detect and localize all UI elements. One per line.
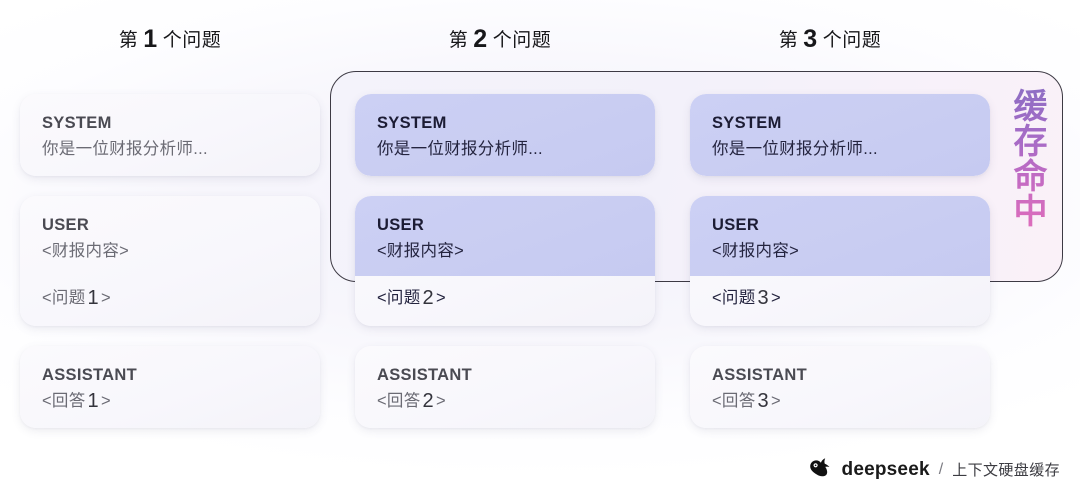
heading-number-3: 3 <box>803 25 818 53</box>
role-label-assistant-3: ASSISTANT <box>712 366 807 384</box>
brand-footer: deepseek / 上下文硬盘缓存 <box>808 457 1060 482</box>
question-prefix-2: <问题 <box>377 289 421 307</box>
heading-prefix-3: 第 <box>778 30 799 51</box>
system-text-2: 你是一位财报分析师... <box>377 140 543 158</box>
question-number-2: 2 <box>422 287 434 309</box>
system-card-2: SYSTEM 你是一位财报分析师... <box>355 94 655 176</box>
answer-prefix-2: <回答 <box>377 392 421 410</box>
cached-highlight-system-3 <box>690 94 990 176</box>
answer-number-3: 3 <box>757 390 769 412</box>
heading-prefix-2: 第 <box>448 30 469 51</box>
role-label-system-1: SYSTEM <box>42 114 112 132</box>
answer-number-2: 2 <box>422 390 434 412</box>
answer-suffix-3: > <box>770 392 781 410</box>
user-content-1: <财报内容> <box>42 242 130 260</box>
brand-separator: / <box>938 460 944 478</box>
question-prefix-3: <问题 <box>712 289 756 307</box>
role-label-user-1: USER <box>42 216 90 234</box>
cached-highlight-system-2 <box>355 94 655 176</box>
role-label-assistant-1: ASSISTANT <box>42 366 137 384</box>
answer-prefix-3: <回答 <box>712 392 756 410</box>
system-text-1: 你是一位财报分析师... <box>42 140 208 158</box>
role-label-user-3: USER <box>712 216 760 234</box>
question-suffix-1: > <box>100 289 111 307</box>
system-card-3: SYSTEM 你是一位财报分析师... <box>690 94 990 176</box>
heading-suffix-1: 个问题 <box>162 30 222 51</box>
heading-number-2: 2 <box>473 25 488 53</box>
whale-icon <box>808 457 834 482</box>
question-suffix-3: > <box>770 289 781 307</box>
cached-highlight-user-2 <box>355 196 655 276</box>
role-label-assistant-2: ASSISTANT <box>377 366 472 384</box>
role-label-system-2: SYSTEM <box>377 114 447 132</box>
question-prefix-1: <问题 <box>42 289 86 307</box>
heading-suffix-3: 个问题 <box>822 30 882 51</box>
heading-number-1: 1 <box>143 25 158 53</box>
brand-name: deepseek <box>841 458 930 480</box>
role-label-user-2: USER <box>377 216 425 234</box>
system-card-1: SYSTEM 你是一位财报分析师... <box>20 94 320 176</box>
role-label-system-3: SYSTEM <box>712 114 782 132</box>
cache-hit-label: 缓存命中 <box>1002 88 1048 228</box>
user-content-2: <财报内容> <box>377 242 465 260</box>
user-content-3: <财报内容> <box>712 242 800 260</box>
answer-suffix-1: > <box>100 392 111 410</box>
question-suffix-2: > <box>435 289 446 307</box>
answer-number-1: 1 <box>87 390 99 412</box>
brand-tagline: 上下文硬盘缓存 <box>952 462 1060 479</box>
cached-highlight-user-3 <box>690 196 990 276</box>
question-number-3: 3 <box>757 287 769 309</box>
heading-prefix-1: 第 <box>118 30 139 51</box>
heading-suffix-2: 个问题 <box>492 30 552 51</box>
system-text-3: 你是一位财报分析师... <box>712 140 878 158</box>
answer-suffix-2: > <box>435 392 446 410</box>
answer-prefix-1: <回答 <box>42 392 86 410</box>
question-number-1: 1 <box>87 287 99 309</box>
